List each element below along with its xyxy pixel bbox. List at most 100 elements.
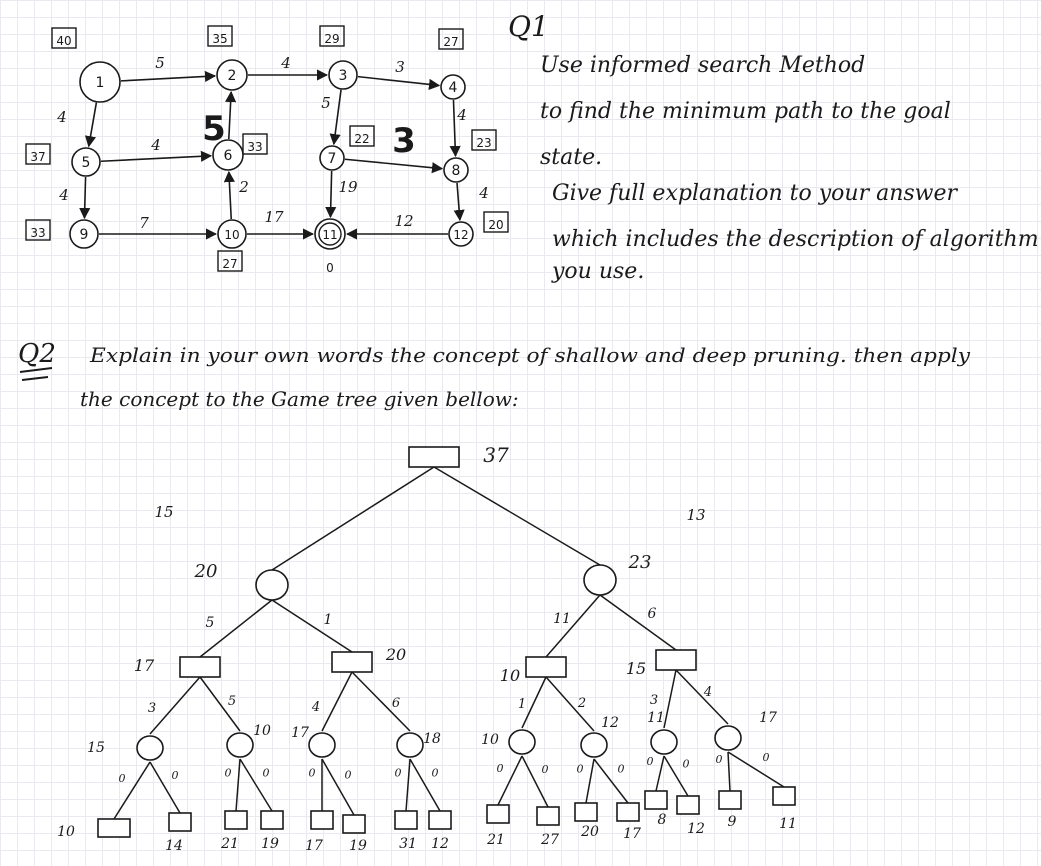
q1-line-4: Give full explanation to your answer	[552, 181, 959, 206]
edge-value: 1	[324, 612, 333, 628]
leaf-value: 21	[220, 836, 239, 852]
graph-node	[443, 157, 469, 183]
leaf-value: 14	[165, 838, 183, 854]
min-node	[580, 732, 608, 758]
min-node	[308, 732, 336, 758]
heuristic-box	[319, 25, 345, 47]
edge-weight: 4	[150, 136, 161, 154]
q1-question: Q1 Use informed search Method to find th…	[508, 10, 1039, 284]
min-node-value: 23	[628, 552, 652, 573]
tree-edge	[545, 594, 601, 658]
edge-value: 13	[686, 506, 705, 524]
graph-edge	[100, 150, 213, 163]
edge-value: 6	[392, 696, 400, 711]
graph-node	[328, 60, 358, 90]
edge-weight: 5	[321, 94, 331, 112]
tree-edge	[351, 671, 411, 732]
graph-node	[319, 145, 345, 171]
leaf-node	[676, 795, 700, 815]
graph-edge	[357, 75, 441, 90]
heuristic-value: 29	[324, 32, 339, 46]
node-id: 10	[224, 228, 239, 242]
edge-value: 1	[518, 697, 526, 712]
graph-node	[212, 139, 244, 171]
heuristic-value: 0	[326, 261, 334, 275]
edge-value: 0	[497, 762, 504, 775]
graph-edge	[344, 158, 444, 174]
leaf-value: 19	[261, 836, 279, 852]
tree-edge	[239, 758, 273, 812]
edge-value: 0	[618, 763, 625, 776]
leaf-value: 27	[540, 832, 559, 848]
edge-value: 0	[395, 767, 402, 780]
heuristic-value: 35	[212, 32, 227, 46]
q2-line-2: the concept to the Game tree given bello…	[80, 387, 519, 411]
tree-edge	[585, 758, 595, 804]
leaf-node	[574, 802, 598, 822]
edge-weight: 4	[478, 184, 489, 202]
max-node-value: 17	[134, 656, 155, 675]
node-id: 6	[224, 148, 233, 164]
leaf-value: 19	[349, 838, 367, 854]
graph-node	[216, 59, 248, 91]
edge-value: 0	[225, 767, 232, 780]
min-node-value: 10	[481, 732, 499, 748]
edge-weight: 4	[456, 106, 467, 124]
leaf-node	[486, 804, 510, 824]
min-node-value: 17	[291, 725, 309, 741]
edge-value: 3	[148, 701, 156, 716]
edge-value: 0	[172, 769, 179, 782]
q1-label: Q1	[508, 10, 549, 43]
max-node	[179, 656, 221, 678]
edge-weight: 5	[202, 109, 226, 149]
node-id: 11	[322, 228, 337, 242]
leaf-node	[772, 786, 796, 806]
tree-edge	[545, 676, 595, 732]
heuristic-value: 33	[30, 226, 45, 240]
edge-weight: 4	[56, 108, 67, 126]
edge-weight: 19	[338, 178, 358, 196]
leaf-node	[536, 806, 560, 826]
tree-edge	[113, 761, 151, 820]
tree-edge	[497, 755, 523, 806]
q1-line-3: state.	[540, 145, 602, 170]
graph-node	[79, 61, 121, 103]
leaf-value: 31	[399, 836, 417, 852]
edge-weight: 2	[238, 178, 249, 196]
edge-value: 4	[311, 700, 320, 715]
leaf-node	[428, 810, 452, 830]
heuristic-box	[349, 125, 375, 147]
graph-edge	[325, 170, 337, 219]
tree-edge	[149, 761, 181, 814]
max-node	[655, 649, 697, 671]
max-node-value: 15	[626, 659, 646, 678]
node-id: 2	[228, 68, 237, 84]
graph-node	[69, 219, 99, 249]
edge-value: 0	[683, 758, 690, 771]
graph-node	[217, 219, 247, 249]
tree-edge	[405, 758, 411, 812]
edge-value: 0	[647, 755, 654, 768]
tree-edge	[321, 758, 355, 816]
q2-line-1: Explain in your own words the concept of…	[89, 343, 971, 367]
min-node-value: 12	[601, 715, 619, 731]
node-id: 3	[339, 68, 348, 84]
edge-value: 0	[432, 767, 439, 780]
min-node	[650, 729, 678, 755]
edge-weight: 17	[264, 208, 284, 226]
leaf-value: 11	[779, 816, 797, 832]
min-node-value: 15	[87, 740, 105, 756]
tree-edge	[521, 676, 547, 729]
tree-edge	[663, 755, 689, 797]
heuristic-box	[217, 250, 243, 272]
graph-edge	[449, 99, 461, 158]
leaf-value: 17	[623, 826, 641, 842]
heuristic-box	[471, 129, 497, 151]
min-node-value: 11	[647, 710, 665, 726]
graph-edge	[223, 170, 235, 220]
q2-label: Q2	[18, 339, 56, 369]
heuristic-value: 27	[443, 35, 458, 49]
root-value: 37	[483, 443, 509, 467]
leaf-node	[342, 814, 366, 834]
